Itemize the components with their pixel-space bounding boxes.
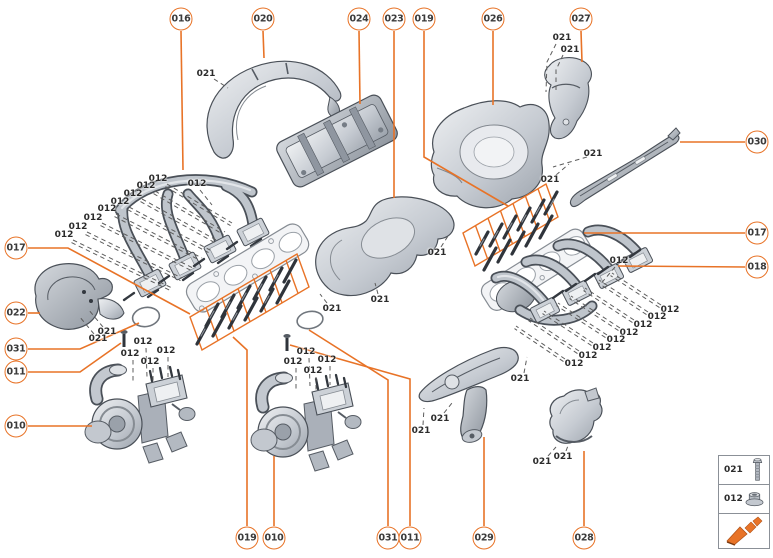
part-label-012-1[interactable]: 012 [136, 181, 156, 191]
stud-icon [752, 457, 763, 481]
part-label-012-5[interactable]: 012 [83, 213, 103, 223]
upper-right-heat-shield-drawing [544, 57, 592, 140]
part-label-012-10[interactable]: 012 [647, 312, 667, 322]
narrow-shield-strip-drawing [569, 127, 681, 208]
callout-010-bottom[interactable]: 010 [262, 526, 286, 550]
part-label-012-17[interactable]: 012 [609, 256, 629, 266]
part-label-021-27[interactable]: 021 [552, 33, 572, 43]
dashed-leader-lines [71, 43, 662, 457]
callout-029[interactable]: 029 [472, 526, 496, 550]
oring-right-drawing [296, 310, 324, 330]
callout-018[interactable]: 018 [745, 255, 769, 279]
callout-019-bottom[interactable]: 019 [235, 526, 259, 550]
small-heat-shield-drawing [549, 387, 603, 444]
part-label-021-38[interactable]: 021 [411, 426, 431, 436]
part-label-012-22[interactable]: 012 [296, 347, 316, 357]
part-label-012-20[interactable]: 012 [156, 346, 176, 356]
part-label-012-2[interactable]: 012 [123, 189, 143, 199]
part-label-012-3[interactable]: 012 [110, 197, 130, 207]
part-label-012-9[interactable]: 012 [660, 305, 680, 315]
part-label-021-29[interactable]: 021 [583, 149, 603, 159]
part-label-021-26[interactable]: 021 [196, 69, 216, 79]
stud-right-drawing [283, 334, 291, 351]
callout-030[interactable]: 030 [745, 130, 769, 154]
callout-031-bottom[interactable]: 031 [376, 526, 400, 550]
side-heat-shield-left-drawing [34, 263, 125, 330]
part-label-021-39[interactable]: 021 [532, 457, 552, 467]
part-label-021-30[interactable]: 021 [540, 175, 560, 185]
part-label-021-37[interactable]: 021 [430, 414, 450, 424]
callout-020[interactable]: 020 [251, 7, 275, 31]
callout-028[interactable]: 028 [572, 526, 596, 550]
callout-017-left[interactable]: 017 [4, 236, 28, 260]
callout-016[interactable]: 016 [169, 7, 193, 31]
part-label-012-15[interactable]: 012 [578, 351, 598, 361]
part-label-012-19[interactable]: 012 [120, 349, 140, 359]
part-label-012-14[interactable]: 012 [592, 343, 612, 353]
part-label-012-18[interactable]: 012 [133, 337, 153, 347]
part-label-012-6[interactable]: 012 [68, 222, 88, 232]
stud-left-drawing [120, 330, 128, 347]
stud-fence-left-drawing [189, 252, 310, 352]
part-label-021-28[interactable]: 021 [560, 45, 580, 55]
flange-nut-icon [745, 492, 764, 507]
part-label-012-21[interactable]: 012 [140, 357, 160, 367]
part-label-021-34[interactable]: 021 [97, 327, 117, 337]
callout-017-right[interactable]: 017 [745, 221, 769, 245]
legend-row-012[interactable]: 012 [719, 485, 769, 514]
legend-arrow-cell[interactable] [719, 514, 769, 548]
turbocharger-left-drawing [84, 363, 196, 464]
legend: 021 012 [718, 455, 770, 549]
part-label-012-8[interactable]: 012 [187, 179, 207, 189]
part-label-012-24[interactable]: 012 [317, 355, 337, 365]
part-label-012-16[interactable]: 012 [564, 359, 584, 369]
bracket-shield-drawing [418, 346, 519, 443]
part-label-012-11[interactable]: 012 [633, 320, 653, 330]
part-label-012-7[interactable]: 012 [54, 230, 74, 240]
exhaust-manifold-left-drawing [114, 174, 270, 302]
part-label-021-32[interactable]: 021 [322, 304, 342, 314]
legend-label-012: 012 [724, 494, 743, 504]
part-label-021-31[interactable]: 021 [427, 248, 447, 258]
callout-011-left[interactable]: 011 [4, 360, 28, 384]
part-label-021-36[interactable]: 021 [510, 374, 530, 384]
part-label-021-40[interactable]: 021 [553, 452, 573, 462]
part-label-021-33[interactable]: 021 [370, 295, 390, 305]
callout-011-bottom[interactable]: 011 [398, 526, 422, 550]
callout-010-left[interactable]: 010 [4, 414, 28, 438]
callout-023[interactable]: 023 [382, 7, 406, 31]
oring-left-drawing [131, 306, 161, 328]
callout-leader-lines [28, 30, 746, 526]
callout-024[interactable]: 024 [347, 7, 371, 31]
part-label-012-25[interactable]: 012 [303, 366, 323, 376]
gasket-left-drawing [185, 223, 310, 313]
large-heat-shield-drawing [430, 100, 550, 209]
part-label-012-0[interactable]: 012 [148, 174, 168, 184]
part-label-012-23[interactable]: 012 [283, 357, 303, 367]
callout-022[interactable]: 022 [4, 301, 28, 325]
center-heat-shield-drawing [315, 196, 455, 297]
callout-026[interactable]: 026 [481, 7, 505, 31]
callout-027[interactable]: 027 [569, 7, 593, 31]
callout-031-left[interactable]: 031 [4, 337, 28, 361]
part-label-012-12[interactable]: 012 [619, 328, 639, 338]
stud-fence-right-drawing [462, 182, 559, 272]
legend-label-021: 021 [724, 465, 743, 475]
legend-row-021[interactable]: 021 [719, 456, 769, 485]
arch-heat-shield-drawing [206, 60, 342, 159]
ribbed-plate-shield-drawing [276, 94, 398, 188]
turbocharger-right-drawing [251, 373, 361, 471]
part-label-012-4[interactable]: 012 [97, 204, 117, 214]
callout-019-top[interactable]: 019 [412, 7, 436, 31]
direction-arrow-icon [726, 516, 763, 546]
part-label-012-13[interactable]: 012 [606, 335, 626, 345]
part-label-021-35[interactable]: 021 [88, 334, 108, 344]
